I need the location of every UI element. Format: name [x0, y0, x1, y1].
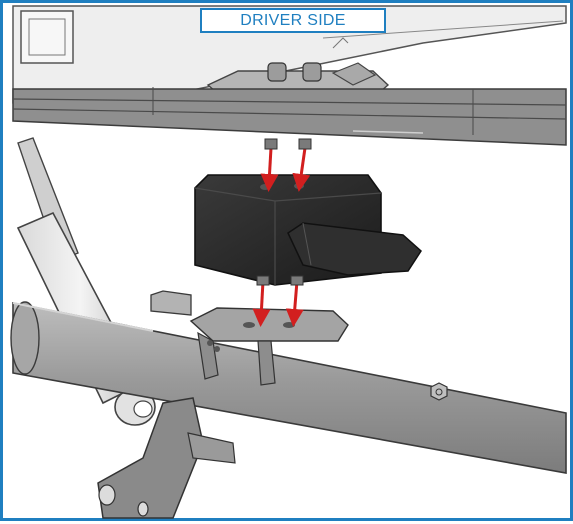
arrow-upper-left — [260, 147, 279, 192]
leaf-spring — [12, 87, 567, 146]
arrow-lower-left — [252, 280, 271, 327]
install-arrows — [252, 138, 312, 327]
axle-tube — [10, 301, 567, 474]
driver-side-label-text: DRIVER SIDE — [240, 11, 346, 29]
arrow-lower-right — [285, 280, 304, 327]
illustration — [10, 5, 567, 519]
axle-perch — [150, 290, 349, 386]
driver-side-label: DRIVER SIDE — [200, 8, 386, 33]
lower-bracket — [97, 397, 236, 519]
arrow-upper-right — [292, 147, 311, 192]
bump-stop-block — [194, 174, 422, 286]
